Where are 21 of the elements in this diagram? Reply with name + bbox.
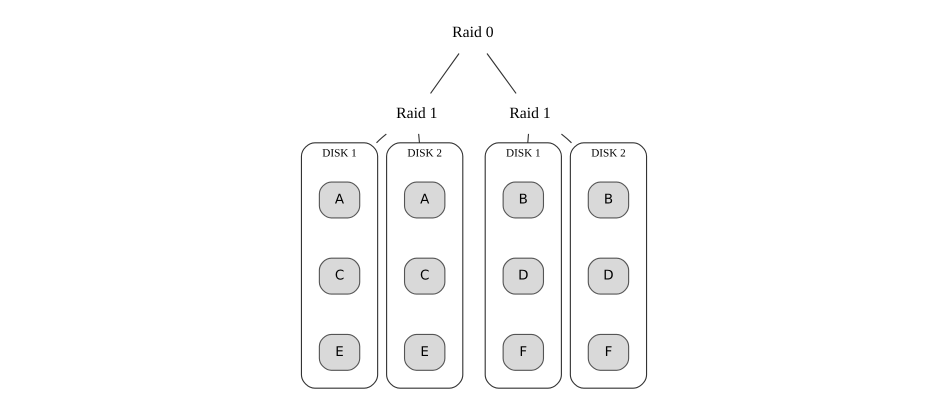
- node-text: Raid 1: [396, 104, 438, 122]
- connector: [526, 134, 529, 143]
- node-box: B: [587, 181, 629, 218]
- node-box: B: [502, 181, 544, 218]
- node-box: C: [318, 258, 360, 295]
- node-text: Raid 0: [452, 24, 494, 42]
- node-box: F: [587, 334, 629, 371]
- node-box: F: [502, 334, 544, 371]
- node-box: A: [403, 181, 445, 218]
- connector: [560, 134, 572, 144]
- connector: [376, 134, 386, 144]
- node-box: D: [587, 258, 629, 295]
- node-box: E: [403, 334, 445, 371]
- node-box: D: [502, 258, 544, 295]
- connector: [418, 134, 420, 143]
- connector: [486, 53, 516, 94]
- connector: [430, 53, 459, 94]
- node-box: A: [318, 181, 360, 218]
- node-text: Raid 1: [508, 104, 550, 122]
- node-box: E: [318, 334, 360, 371]
- node-box: C: [403, 258, 445, 295]
